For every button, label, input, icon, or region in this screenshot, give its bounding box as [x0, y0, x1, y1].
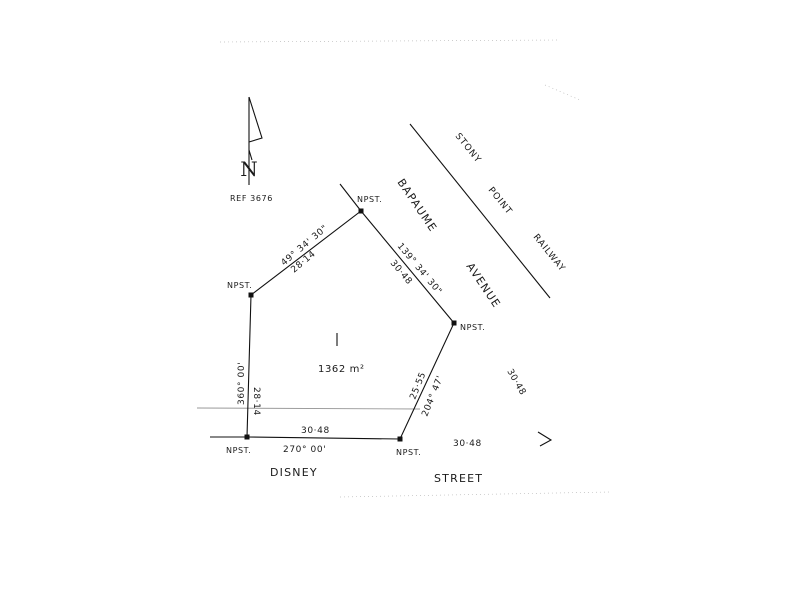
- peg-marker: [358, 208, 364, 214]
- paper-edge-line: [219, 39, 561, 43]
- peg-label-southeast: NPST.: [396, 448, 421, 457]
- lot-boundary: [246, 210, 455, 440]
- avenue-alignment-extension: [339, 183, 362, 212]
- peg-marker: [248, 292, 254, 298]
- survey-pegs: [244, 208, 457, 442]
- street-name-street: STREET: [434, 472, 483, 485]
- southeast-distance: 25·55: [409, 371, 429, 401]
- peg-marker: [451, 320, 457, 326]
- west-distance: 28·14: [251, 387, 261, 416]
- paper-edge-line: [339, 491, 611, 498]
- peg-label-north: NPST.: [357, 195, 382, 204]
- lot-area: 1362 m²: [318, 364, 365, 375]
- railway-line: [409, 123, 551, 299]
- north-arrow-tick: [248, 149, 253, 161]
- plan-reference: REF 3676: [230, 194, 273, 203]
- railway-label-point: POINT: [486, 186, 514, 217]
- peg-marker: [244, 434, 250, 440]
- north-arrow-head: [248, 96, 263, 143]
- avenue-width: 30·48: [504, 368, 527, 398]
- paper-edge-line: [544, 84, 581, 101]
- west-bearing: 360° 00': [237, 362, 247, 405]
- street-name-disney: DISNEY: [270, 466, 318, 479]
- avenue-name-bapaume: BAPAUME: [395, 176, 440, 234]
- corner-mark: [537, 431, 553, 447]
- north-arrow: N: [240, 96, 263, 185]
- peg-label-southwest: NPST.: [226, 446, 251, 455]
- railway-label-stony: STONY: [453, 132, 483, 166]
- street-width: 30·48: [453, 439, 482, 449]
- peg-label-east: NPST.: [460, 323, 485, 332]
- faint-boundary-line: [196, 407, 421, 410]
- south-distance: 30·48: [301, 426, 330, 436]
- north-letter: N: [240, 157, 258, 181]
- south-bearing: 270° 00': [283, 445, 326, 455]
- peg-marker: [397, 436, 403, 442]
- railway-label-railway: RAILWAY: [531, 233, 567, 274]
- avenue-name-avenue: AVENUE: [464, 260, 504, 310]
- peg-label-west: NPST.: [227, 281, 252, 290]
